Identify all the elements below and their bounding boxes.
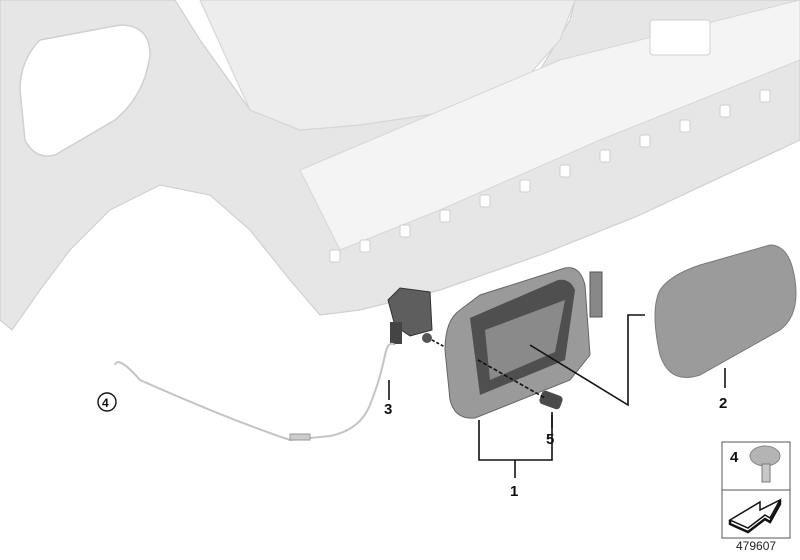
inset-box: 4: [721, 441, 791, 539]
fuel-filler-housing: [444, 267, 603, 419]
emergency-release-cable: [114, 342, 396, 442]
diagram-id: 479607: [736, 539, 777, 553]
callout-3: 3: [384, 401, 392, 418]
leader-lines: [388, 314, 726, 478]
inset-part-number: 4: [730, 449, 739, 466]
callout-1: 1: [510, 483, 518, 500]
clip-icon: [749, 445, 781, 483]
callout-4: 4: [102, 396, 109, 410]
callout-4-circle: [97, 392, 117, 412]
connector-pin: [539, 390, 563, 410]
side-panel-body: [0, 0, 800, 331]
actuator-motor: [387, 287, 433, 344]
fuel-filler-flap: [654, 244, 797, 378]
arrow-direction-icon: [728, 498, 782, 529]
callout-5: 5: [546, 431, 554, 448]
callout-2: 2: [719, 395, 727, 412]
